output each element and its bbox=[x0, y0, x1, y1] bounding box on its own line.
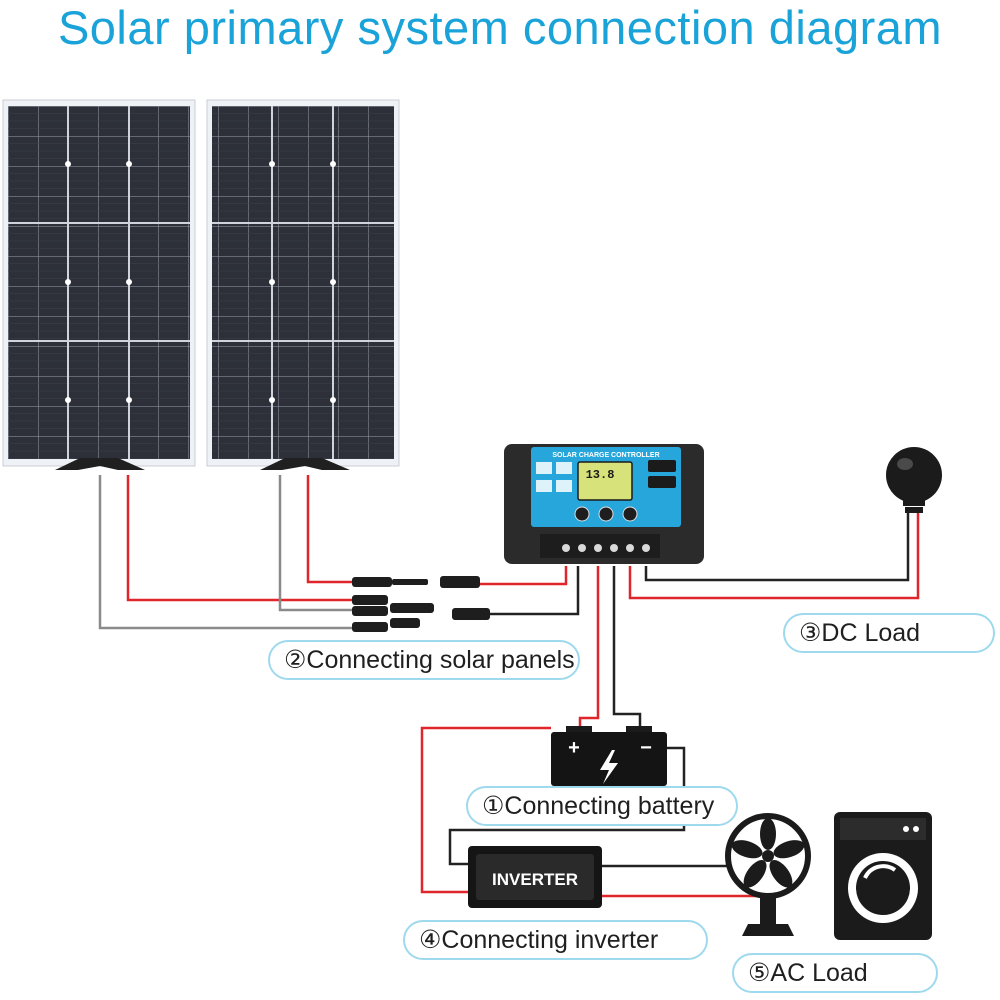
label-ac-load: ⑤AC Load bbox=[732, 953, 938, 993]
controller-header: SOLAR CHARGE CONTROLLER bbox=[552, 452, 659, 459]
washing-machine-icon bbox=[834, 812, 932, 940]
fan-icon bbox=[725, 813, 811, 936]
label-connecting-battery: ①Connecting battery bbox=[466, 786, 738, 826]
diagram-title: Solar primary system connection diagram bbox=[57, 1, 943, 54]
svg-text:−: − bbox=[640, 737, 652, 759]
label-connecting-inverter: ④Connecting inverter bbox=[403, 920, 708, 960]
battery-icon: + − bbox=[551, 726, 667, 786]
solar-panel-icon bbox=[206, 99, 400, 470]
inverter-label: INVERTER bbox=[492, 870, 578, 889]
solar-charge-controller-icon: SOLAR CHARGE CONTROLLER 13.8 bbox=[504, 444, 704, 564]
light-bulb-icon bbox=[886, 447, 942, 513]
svg-text:+: + bbox=[568, 737, 580, 759]
inverter-icon: INVERTER bbox=[468, 846, 602, 908]
mc4-connector-icon bbox=[352, 576, 490, 632]
controller-display-value: 13.8 bbox=[586, 468, 615, 482]
solar-panel-icon bbox=[2, 99, 196, 470]
label-dc-load: ③DC Load bbox=[783, 613, 995, 653]
label-connecting-solar-panels: ②Connecting solar panels bbox=[268, 640, 580, 680]
